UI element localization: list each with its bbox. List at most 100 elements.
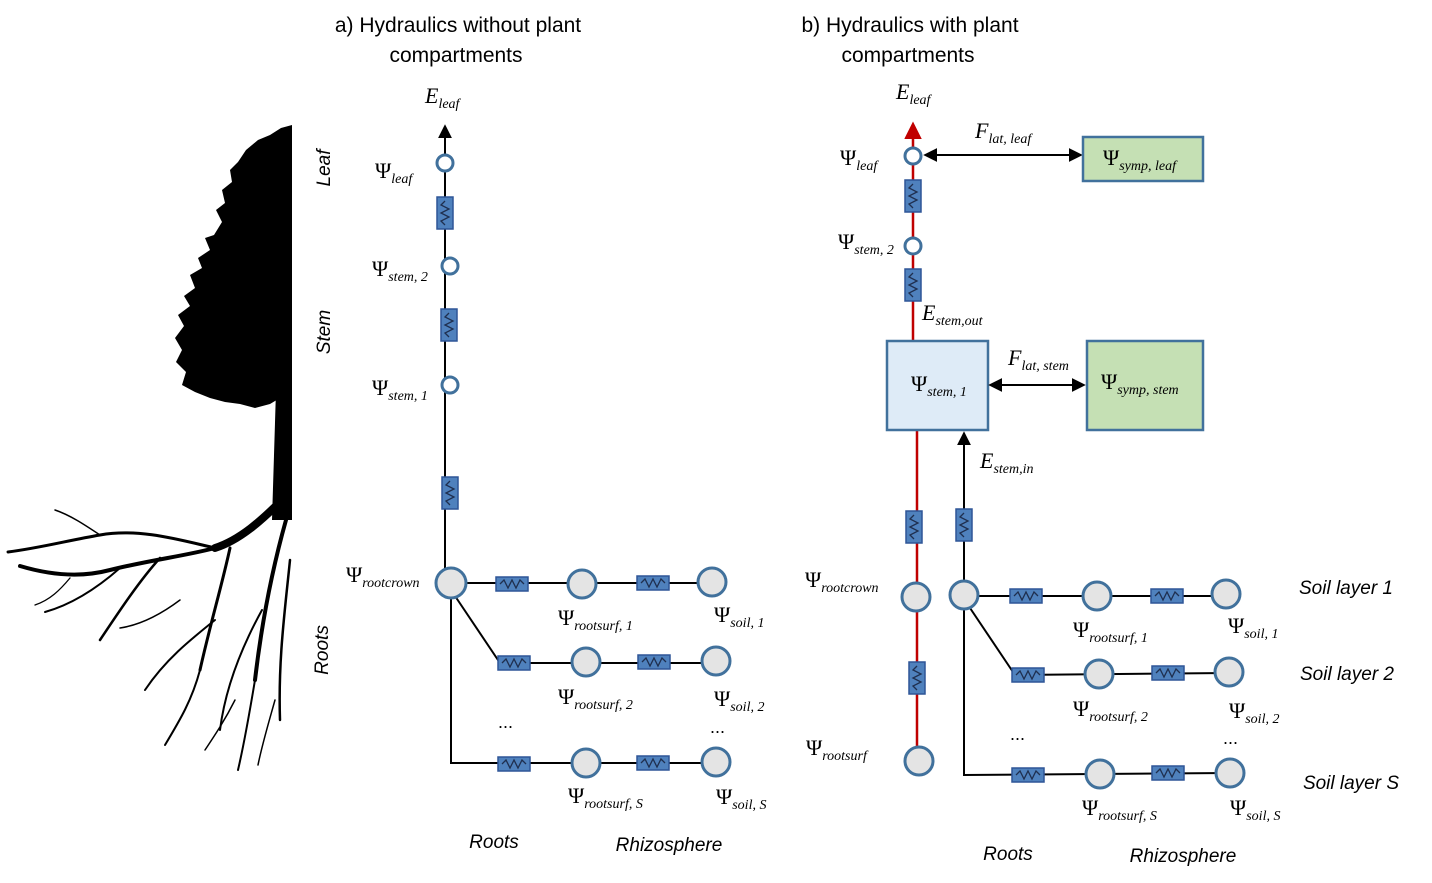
panel-a-node-rootsurf2 (570, 646, 602, 678)
panel-b-stem-compartment-box (885, 339, 990, 432)
panel-a-psi-leaf-label: Ψleaf (375, 158, 414, 187)
panel-b-ellipsis-soil: ... (1223, 728, 1238, 748)
panel-b-psi-soil2-label: Ψsoil, 2 (1229, 698, 1279, 727)
panel-b-psi-stem1-label: Ψstem, 1 (911, 371, 967, 400)
resistor-icon (497, 756, 531, 772)
panel-a-node-soil2 (700, 645, 732, 677)
panel-b-node-rootsurf1 (1081, 580, 1113, 612)
resistor-icon (955, 508, 973, 542)
panel-b-ellipsis-roots: ... (1010, 724, 1025, 744)
panel-a-psi-rootsurf1-label: Ψrootsurf, 1 (558, 605, 633, 634)
panel-a-branch-2-diag (450, 589, 501, 664)
panel-b-node-soil2 (1213, 656, 1245, 688)
panel-a-psi-stem2-label: Ψstem, 2 (372, 256, 428, 285)
resistor-icon (1011, 767, 1045, 783)
panel-a-node-rootsurfS (570, 747, 602, 779)
panel-b-node-branch-junction (948, 579, 980, 611)
resistor-icon (436, 196, 454, 230)
panel-a-psi-soilS-label: Ψsoil, S (716, 784, 766, 813)
resistor-icon (1151, 665, 1185, 681)
panel-b-title-line1: b) Hydraulics with plant (801, 14, 1018, 37)
panel-b-psi-soil1-label: Ψsoil, 1 (1228, 613, 1278, 642)
panel-b-roots-label: Roots (983, 844, 1033, 865)
resistor-icon (636, 575, 670, 591)
panel-a-psi-soil2-label: Ψsoil, 2 (714, 686, 764, 715)
panel-b-node-rootsurfS (1084, 758, 1116, 790)
panel-b-soil-layer-s-label: Soil layer S (1303, 773, 1399, 794)
panel-b-node-rootcrown (900, 581, 932, 613)
panel-b-soil-layer-2-label: Soil layer 2 (1300, 664, 1394, 685)
resistor-icon (904, 268, 922, 302)
panel-a-psi-rootsurf2-label: Ψrootsurf, 2 (558, 684, 633, 713)
resistor-icon (1011, 667, 1045, 683)
panel-b-psi-rootsurf2-label: Ψrootsurf, 2 (1073, 696, 1148, 725)
panel-b-node-rootsurf2 (1083, 658, 1115, 690)
panel-b: b) Hydraulics with plant compartments El… (801, 14, 1399, 867)
panel-b-psi-leaf-label: Ψleaf (840, 145, 879, 174)
resistor-icon (1009, 588, 1043, 604)
panel-a-node-rootsurf1 (566, 568, 598, 600)
resistor-icon (441, 476, 459, 510)
panel-b-e-stem-in-label: Estem,in (979, 448, 1034, 477)
panel-b-rhizosphere-label: Rhizosphere (1130, 846, 1237, 867)
panel-a-branch-s-wire (450, 595, 716, 764)
panel-b-e-stem-out-label: Estem,out (921, 300, 984, 329)
panel-b-psi-rootsurf1-label: Ψrootsurf, 1 (1073, 617, 1148, 646)
resistor-icon (636, 755, 670, 771)
panel-a-ellipsis-roots: ... (498, 712, 513, 732)
organ-label-leaf: Leaf (314, 148, 335, 187)
panel-b-soil-layer-1-label: Soil layer 1 (1299, 578, 1393, 599)
panel-b-psi-stem2-label: Ψstem, 2 (838, 229, 894, 258)
resistor-icon (440, 308, 458, 342)
panel-b-node-soilS (1214, 757, 1246, 789)
panel-a-e-leaf-label: Eleaf (424, 83, 462, 112)
tree-silhouette-icon (6, 100, 298, 800)
resistor-icon (904, 179, 922, 213)
panel-a-node-rootcrown (434, 566, 468, 600)
panel-a-node-leaf (435, 153, 455, 173)
panel-b-symplasm-stem-box (1085, 339, 1205, 432)
panel-a-title-line2: compartments (389, 44, 522, 67)
panel-b-branch-2-wire (1014, 672, 1230, 676)
panel-a-roots-label: Roots (469, 832, 519, 853)
panel-a-rhizosphere-label: Rhizosphere (616, 835, 723, 856)
panel-b-f-lat-leaf-label: Flat, leaf (974, 118, 1033, 147)
panel-a-node-soilS (700, 746, 732, 778)
panel-a-psi-rootcrown-label: Ψrootcrown (346, 562, 420, 591)
panel-b-psi-soilS-label: Ψsoil, S (1230, 795, 1280, 824)
organ-label-stem: Stem (314, 310, 335, 354)
panel-b-psi-rootcrown-label: Ψrootcrown (805, 567, 879, 596)
panel-a-psi-soil1-label: Ψsoil, 1 (714, 602, 764, 631)
panel-a: a) Hydraulics without plant compartments… (335, 14, 767, 856)
panel-a-ellipsis-soil: ... (710, 717, 725, 737)
panel-b-node-rootsurf (903, 745, 935, 777)
resistor-icon (1151, 765, 1185, 781)
panel-b-title-line2: compartments (841, 44, 974, 67)
panel-a-psi-stem1-label: Ψstem, 1 (372, 375, 428, 404)
panel-a-node-stem1 (440, 375, 460, 395)
panel-b-psi-rootsurfS-label: Ψrootsurf, S (1082, 795, 1157, 824)
panel-b-branch-s-wire (963, 610, 1230, 777)
panel-a-title-line1: a) Hydraulics without plant (335, 14, 581, 37)
panel-b-node-leaf (903, 146, 923, 166)
panel-b-node-soil1 (1210, 578, 1242, 610)
panel-b-node-stem2 (903, 236, 923, 256)
resistor-icon (905, 510, 923, 544)
panel-b-e-leaf-label: Eleaf (895, 79, 933, 108)
panel-b-branch-2-diag (967, 604, 1016, 676)
resistor-icon (495, 576, 529, 592)
resistor-icon (637, 654, 671, 670)
resistor-icon (497, 655, 531, 671)
panel-a-node-soil1 (696, 566, 728, 598)
organ-label-roots: Roots (312, 625, 333, 675)
panel-b-symplasm-leaf-box (1081, 135, 1205, 183)
resistor-icon (1150, 588, 1184, 604)
panel-b-psi-symp-stem-label: Ψsymp, stem (1101, 369, 1179, 398)
panel-a-psi-rootsurfS-label: Ψrootsurf, S (568, 783, 643, 812)
panel-a-node-stem2 (440, 256, 460, 276)
panel-b-f-lat-stem-label: Flat, stem (1007, 345, 1069, 374)
resistor-icon (908, 661, 926, 695)
panel-b-psi-symp-leaf-label: Ψsymp, leaf (1103, 145, 1178, 174)
panel-b-psi-rootsurf-label: Ψrootsurf (806, 735, 869, 764)
